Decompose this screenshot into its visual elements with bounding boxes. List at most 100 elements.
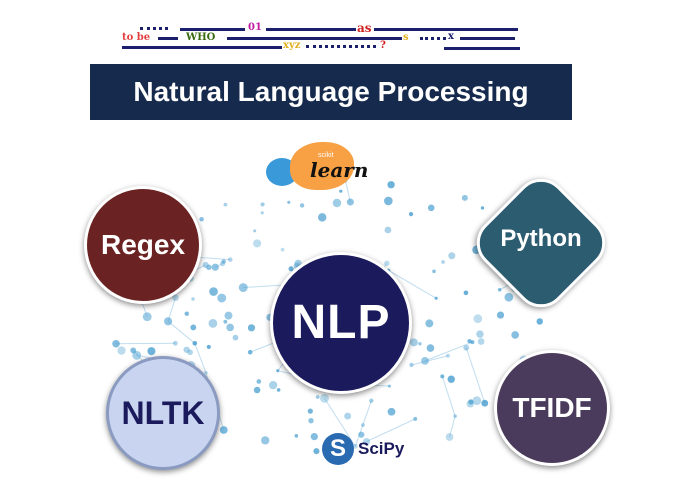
network-node <box>307 408 313 414</box>
network-node <box>432 269 436 274</box>
network-node <box>413 416 418 421</box>
network-link <box>167 320 196 344</box>
network-node <box>208 318 218 328</box>
sklearn-orange-blob <box>290 142 354 190</box>
network-node <box>536 318 543 325</box>
title-banner: Natural Language Processing <box>90 64 572 120</box>
network-node <box>147 347 156 356</box>
header-line <box>227 37 402 40</box>
network-node <box>253 386 261 394</box>
network-node <box>467 339 472 344</box>
network-node <box>164 317 173 326</box>
network-node <box>369 398 374 403</box>
network-node <box>387 181 395 189</box>
network-node <box>261 436 270 445</box>
node-python: Python <box>500 225 582 252</box>
network-node <box>320 393 329 403</box>
network-node <box>511 331 519 339</box>
network-node <box>206 344 211 349</box>
scipy-icon: S <box>322 433 354 465</box>
network-node <box>434 296 438 300</box>
network-node <box>421 356 429 365</box>
network-node <box>426 344 435 352</box>
network-node <box>476 330 484 338</box>
network-node <box>362 437 371 446</box>
network-link <box>449 416 456 438</box>
network-link <box>344 180 351 203</box>
scipy-logo: S SciPy <box>322 433 404 465</box>
network-node <box>206 264 212 271</box>
network-node <box>260 202 265 207</box>
word-s: s <box>403 32 409 43</box>
network-node <box>287 200 291 204</box>
node-nltk: NLTK <box>106 356 220 470</box>
word-to-be: to be <box>122 32 151 43</box>
network-node <box>418 342 422 346</box>
word-as: as <box>357 21 372 35</box>
network-node <box>313 448 320 455</box>
network-node <box>187 349 193 356</box>
dotted-line <box>140 27 168 30</box>
network-node <box>409 362 414 368</box>
network-node <box>387 384 391 388</box>
network-node <box>463 344 470 351</box>
sklearn-text: learn <box>310 158 369 182</box>
network-node <box>445 433 454 441</box>
network-node <box>247 349 253 355</box>
network-node <box>117 346 126 355</box>
network-node <box>217 293 227 303</box>
network-node <box>276 369 280 373</box>
network-node <box>299 203 305 208</box>
sklearn-small-text: scikit <box>318 152 334 159</box>
network-node <box>172 294 179 301</box>
network-node <box>453 414 457 418</box>
network-link <box>194 343 207 373</box>
network-node <box>339 189 343 193</box>
word-xyz: xyz <box>283 40 301 51</box>
network-node <box>226 323 234 332</box>
network-node <box>232 334 239 341</box>
network-node <box>463 290 469 296</box>
network-node <box>425 319 434 328</box>
network-node <box>332 198 342 208</box>
network-node <box>346 198 354 206</box>
network-node <box>317 213 327 222</box>
network-node <box>191 297 195 301</box>
network-node <box>353 443 358 449</box>
scipy-text: SciPy <box>358 439 405 458</box>
network-node <box>256 379 262 384</box>
network-node <box>219 426 228 434</box>
header-line <box>374 28 518 31</box>
network-node <box>409 338 418 347</box>
network-node <box>468 399 474 405</box>
network-node <box>441 260 445 264</box>
word-x: x <box>448 31 454 42</box>
network-node <box>223 202 228 207</box>
network-node <box>480 206 485 210</box>
network-node <box>384 196 393 206</box>
network-node <box>202 261 209 268</box>
network-node <box>294 434 299 438</box>
network-link <box>366 418 416 443</box>
network-node <box>142 312 152 322</box>
network-node <box>247 324 256 332</box>
network-link <box>441 376 456 417</box>
network-node <box>260 211 264 215</box>
network-node <box>268 380 278 390</box>
network-node <box>209 287 218 296</box>
network-node <box>219 261 226 267</box>
network-node <box>224 311 233 320</box>
network-node <box>477 338 485 345</box>
network-link <box>354 400 372 447</box>
network-node <box>184 311 189 316</box>
network-node <box>344 412 352 420</box>
network-node <box>445 353 451 358</box>
network-node <box>358 431 365 438</box>
network-link <box>167 297 176 322</box>
header-line <box>266 28 356 31</box>
network-node <box>112 339 120 348</box>
network-node <box>504 292 514 302</box>
header-line <box>180 28 245 31</box>
network-node <box>310 432 318 441</box>
node-regex: Regex <box>84 186 202 304</box>
